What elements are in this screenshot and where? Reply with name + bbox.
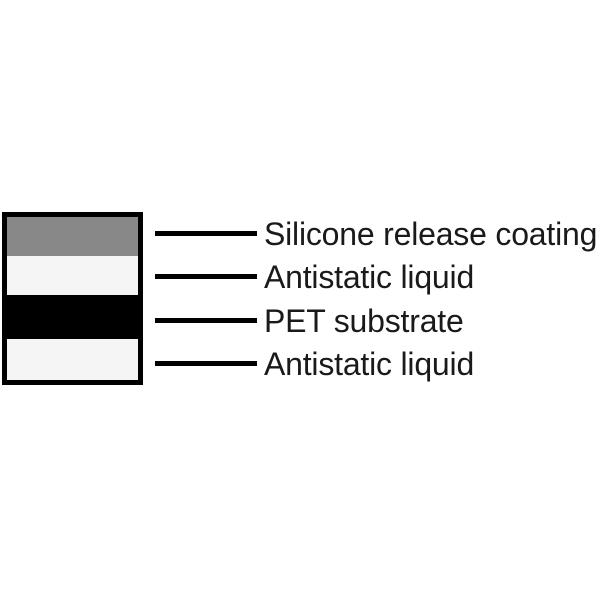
layer-pet-substrate (7, 295, 138, 340)
label-silicone-release-coating: Silicone release coating (264, 216, 598, 252)
layer-antistatic-liquid-top (7, 255, 138, 296)
label-pet-substrate: PET substrate (264, 303, 464, 339)
film-layer-stack (2, 212, 143, 385)
leader-line-antistatic-liquid-top (155, 274, 257, 279)
layer-antistatic-liquid-bottom (7, 339, 138, 380)
label-antistatic-liquid-top: Antistatic liquid (264, 259, 475, 295)
leader-line-antistatic-liquid-bottom (155, 361, 257, 366)
leader-line-pet-substrate (155, 318, 257, 323)
layer-silicone-release-coating (7, 217, 138, 256)
label-antistatic-liquid-bottom: Antistatic liquid (264, 346, 475, 382)
leader-line-silicone-release-coating (155, 231, 257, 236)
